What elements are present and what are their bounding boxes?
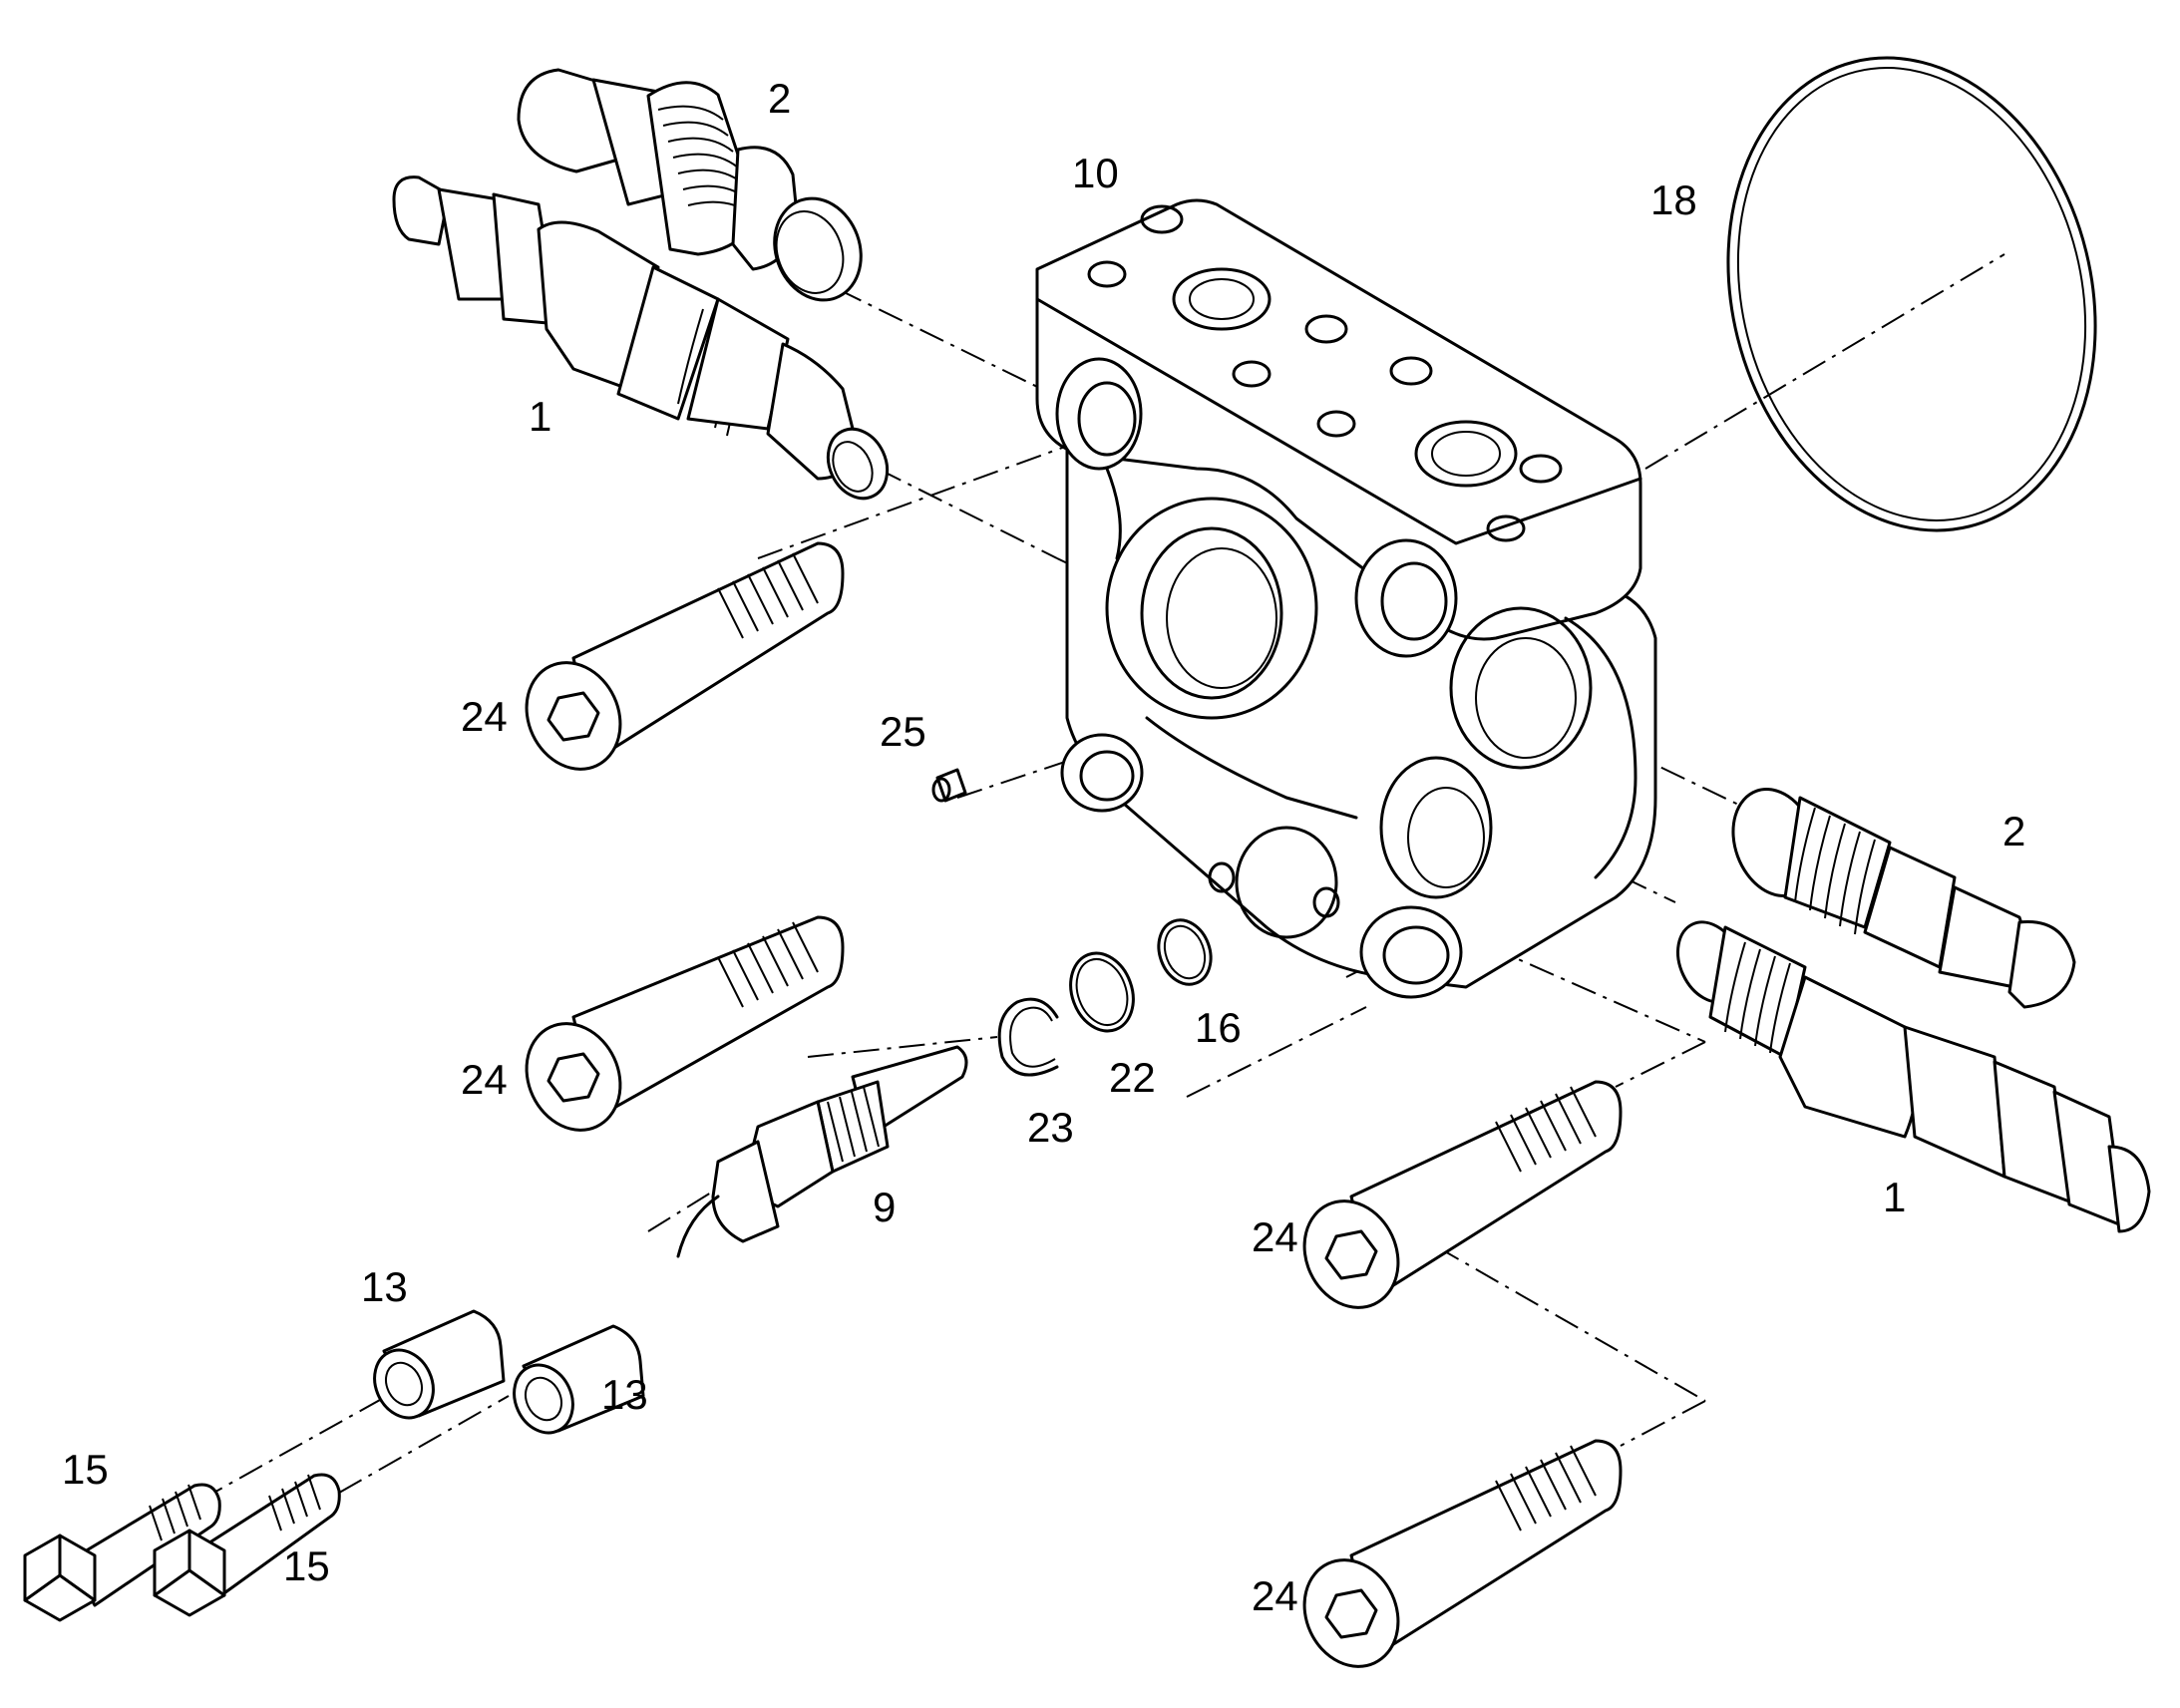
callout-16: 16 [1195,1004,1242,1051]
sensor-9 [676,1045,968,1258]
hex-bolt-15-a [23,1483,221,1622]
callout-13-a: 13 [361,1263,408,1310]
callout-24-c: 24 [1252,1213,1298,1260]
spacer-13-a [373,1309,506,1420]
callout-25: 25 [880,708,926,755]
callout-22: 22 [1109,1054,1156,1101]
relief-cartridge-1-right [1676,920,2151,1233]
ring-22 [1069,951,1135,1033]
callout-13-b: 13 [601,1371,648,1418]
ring-16 [1157,918,1213,986]
callout-24-a: 24 [461,693,508,740]
callout-24-b: 24 [461,1056,508,1103]
hex-bolt-15-b [153,1473,341,1617]
callout-2-right: 2 [2002,808,2025,854]
bolt-24-b [525,915,845,1132]
callout-labels: 1 2 10 18 24 25 2 24 16 22 23 1 9 24 13 … [62,75,2025,1619]
ring-23 [997,997,1059,1077]
callout-15-a: 15 [62,1446,109,1493]
relief-cartridge-1-top [392,175,890,501]
spacer-13-b [513,1324,645,1435]
bolt-24-c [1302,1080,1623,1309]
check-cartridge-2-right [1731,788,2076,1009]
bolt-24-a [525,541,845,771]
callout-24-d: 24 [1252,1572,1298,1619]
callout-10: 10 [1072,150,1119,196]
callout-1-right: 1 [1883,1174,1906,1220]
check-cartridge-2-top [517,68,863,302]
plug-25 [931,768,967,803]
callout-1-top: 1 [529,393,551,440]
valve-housing-10 [1035,198,1657,999]
callout-23: 23 [1027,1104,1074,1151]
callout-2-top: 2 [768,75,791,122]
callout-15-b: 15 [283,1542,330,1589]
o-ring-18 [1726,56,2097,532]
callout-18: 18 [1650,176,1697,223]
callout-9: 9 [873,1184,896,1230]
bolt-24-d [1302,1439,1623,1668]
